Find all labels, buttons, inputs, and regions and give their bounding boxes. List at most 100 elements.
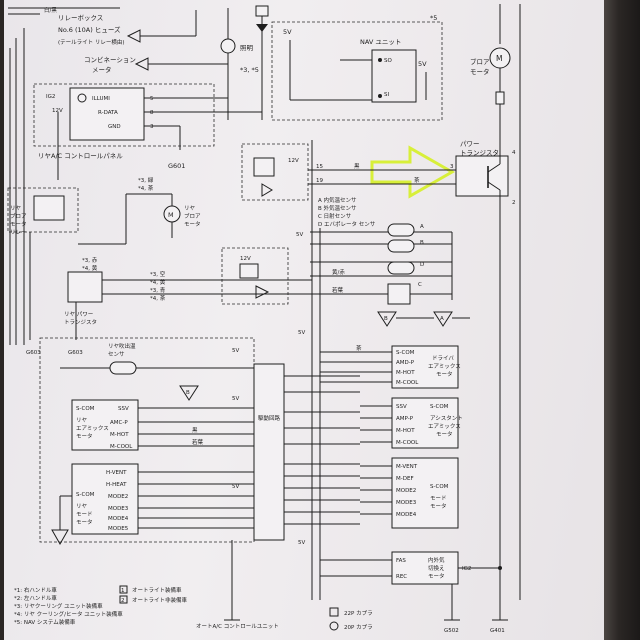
front-mode-s-com: S-COM [430, 484, 449, 490]
connector-b-icon [377, 311, 397, 327]
rear-s-com: S-COM [76, 406, 95, 412]
lighting-label: 照明 [240, 44, 254, 52]
rear-unit-5v-3: 5V [232, 484, 239, 490]
rear-panel-rdata: R-DATA [98, 110, 118, 116]
pt-pin-2: 2 [512, 200, 516, 206]
rear-mode-motor-box [71, 463, 139, 535]
rear-panel-12v: 12V [52, 108, 63, 114]
connector-icon [255, 5, 269, 17]
sensor-letter-d: D [420, 262, 424, 268]
driver-m-cool: M-COOL [396, 380, 419, 386]
nav-inner-box [371, 49, 417, 103]
wire-label: 若葉 [192, 438, 204, 446]
sensor-legend-a: A 内気温センサ [318, 196, 357, 204]
connector-20p-label: 20P カプラ [344, 624, 373, 631]
drive-5v: 5V [298, 330, 305, 336]
rear-ac-panel-label: リヤA/C コントロールパネル [38, 152, 123, 160]
rear-h-heat: H-HEAT [106, 482, 127, 488]
wire-w4: *4, 黄 [82, 264, 98, 272]
connector-b-letter: B [384, 316, 388, 322]
front-mode3: MODE3 [396, 500, 417, 506]
intake-label: 内外気 [428, 556, 445, 564]
rear-panel-gnd: GND [108, 124, 121, 130]
note-3: *3: リヤクーリング ユニット装備車 [14, 602, 103, 610]
connector-a-icon [433, 311, 453, 327]
drive-transistor-icon [253, 157, 275, 177]
driver-label-2: エアミックス [428, 363, 461, 370]
drive-circuit-box [253, 363, 285, 541]
assist-s-com: S-COM [430, 404, 449, 410]
connector-20p-icon [329, 621, 339, 631]
rear-blower-motor-m: M [168, 211, 174, 219]
sensor-a-thermistor [387, 223, 415, 237]
ground-g603-left: G603 [26, 350, 41, 356]
wire-label: 白/黒 [44, 6, 57, 14]
sensor-section: A 内気温センサ B 外気温センサ C 日射センサ D エバポレータ センサ A… [296, 140, 470, 600]
sensor-letter-b: B [420, 240, 424, 246]
intake-motor: FAS REC 内外気 切換え モータ IG2 [320, 551, 502, 585]
intake-ig2: IG2 [462, 566, 471, 572]
wire-label: 若葉 [332, 286, 344, 294]
legend-square-1 [119, 585, 128, 594]
legend-auto-light-no: オートライト非装備車 [132, 596, 188, 604]
assist-m-hot: M-HOT [396, 428, 415, 434]
ground-g401: G401 [490, 628, 505, 634]
front-m-vent: M-VENT [396, 464, 418, 470]
wire-w5: *3, 空 [150, 270, 166, 278]
wire-label: 茶 [356, 344, 362, 352]
legend-square-2-num: 2 [121, 598, 125, 604]
driver-m-hot: M-HOT [396, 370, 415, 376]
assist-label: アシスタント [430, 414, 463, 422]
rear-mode2: MODE2 [108, 494, 128, 500]
rear-relay-label-2: ブロア [10, 212, 27, 220]
page-edge-shadow [604, 0, 640, 640]
rear-pt-label-2: トランジスタ [64, 318, 97, 326]
assist-airmix-box [391, 397, 459, 449]
wire-w6: *4, 黄 [150, 278, 166, 286]
sensor-b-thermistor [387, 239, 415, 253]
intake-label-2: 切換え [428, 564, 445, 572]
nav-si: SI [384, 92, 389, 98]
drive-5v-2: 5V [298, 540, 305, 546]
connector-a-letter: A [440, 316, 444, 322]
rear-mode3: MODE3 [108, 506, 129, 512]
front-mode-label: モード [430, 495, 447, 502]
sensor-d-thermistor [387, 261, 415, 275]
nav-unit-box [271, 21, 443, 121]
legend-square-2 [119, 595, 128, 604]
rear-buffer-icon [255, 285, 270, 299]
front-mode-motor: M-VENT M-DEF MODE2 MODE3 MODE4 S-COM モード… [360, 457, 459, 529]
buffer-icon [261, 183, 273, 197]
rear-mode5: MODE5 [108, 526, 129, 532]
highlight-arrow [370, 145, 456, 199]
rear-ac-panel-box [33, 83, 215, 147]
rear-blower-section: リヤ ブロア モータ リレー *3, 緑 *4, 茶 M リヤ ブロア モータ … [7, 176, 312, 356]
rear-mode-label-3: モータ [76, 518, 93, 526]
sensor-5v: 5V [296, 232, 303, 238]
wire-label: 黒 [354, 163, 360, 170]
rear-unit-section: リヤ吹出温 センサ 5V B 5V S-COM SSV AMC-P M-HOT … [39, 337, 255, 546]
rear-mode4: MODE4 [108, 516, 129, 522]
rear-s-com-2: S-COM [76, 492, 95, 498]
drive-12v: 12V [288, 158, 299, 164]
assist-airmix-motor: SSV S-COM AMP-P M-HOT M-COOL アシスタント エアミッ… [360, 397, 463, 449]
rear-unit-5v: 5V [232, 348, 239, 354]
combination-meter-label-2: メータ [92, 65, 112, 74]
footer-notes: *1: 右ハンドル車 *2: 左ハンドル車 *3: リヤクーリング ユニット装備… [14, 540, 508, 634]
nav-note-5: *5 [430, 14, 437, 22]
front-mode-label-2: モータ [430, 502, 447, 510]
rear-ac-panel: リヤA/C コントロールパネル IG2 12V ILLUMI R-DATA GN… [33, 83, 262, 180]
rear-drive-12v: 12V [240, 256, 251, 262]
rear-relay-label-3: モータ [10, 220, 27, 228]
rear-airmix-label-3: モータ [76, 432, 93, 440]
combination-meter-label: コンビネーション [84, 55, 136, 64]
note-2: *2: 左ハンドル車 [14, 594, 57, 602]
nav-so: SO [384, 58, 392, 64]
nav-5v: 5V [283, 28, 292, 36]
wire-w3: *3, 赤 [82, 256, 98, 264]
auto-ac-unit-label: オートA/C コントロールユニット [196, 623, 279, 630]
wire-label: 黄/赤 [332, 268, 345, 276]
sensor-legend-b: B 外気温センサ [318, 204, 357, 212]
note-3-5: *3, *5 [240, 66, 259, 74]
drive-block-box [241, 143, 309, 201]
